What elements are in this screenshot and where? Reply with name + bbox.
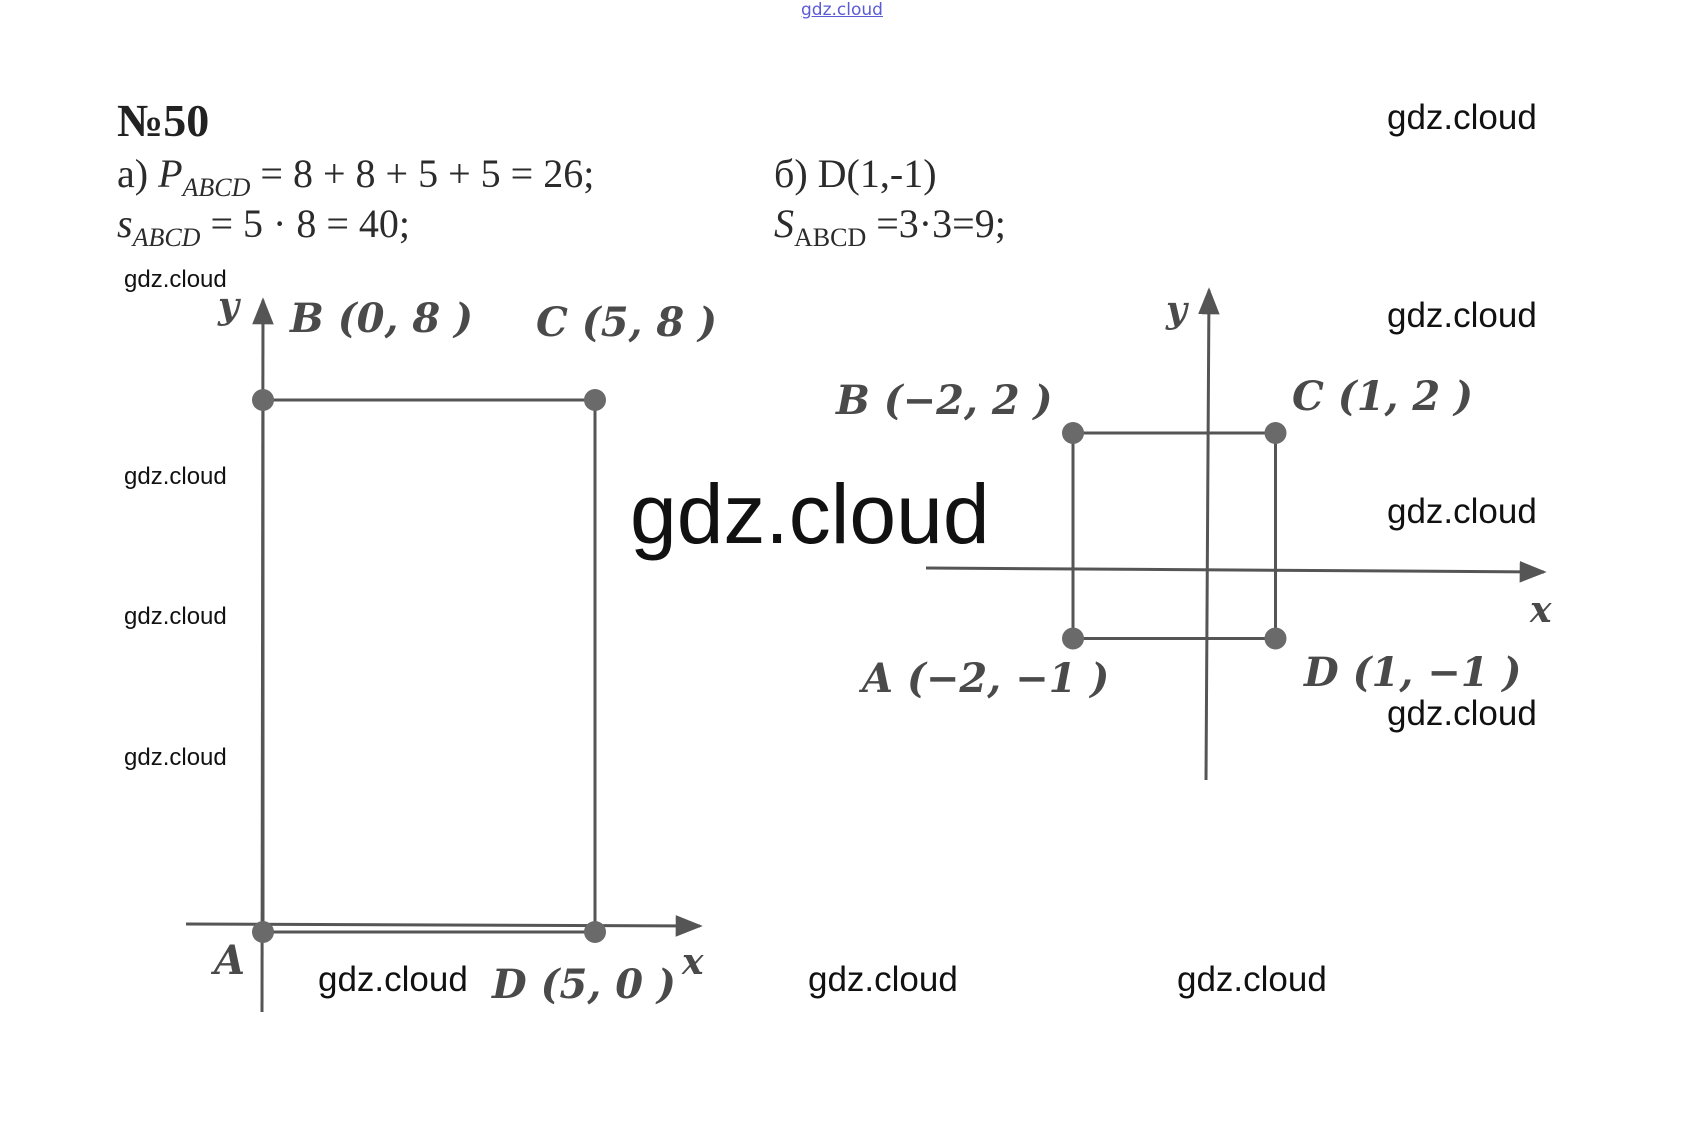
figure-a-label-a: A — [210, 937, 245, 984]
watermark-large: gdz.cloud — [630, 467, 990, 561]
figure-b-y-label: y — [1165, 289, 1189, 331]
watermark: gdz.cloud — [318, 960, 468, 999]
figure-b-point-d — [1264, 627, 1287, 650]
figure-b-x-label: x — [1529, 589, 1552, 631]
watermark: gdz.cloud — [124, 463, 227, 490]
perimeter-symbol: P — [158, 151, 183, 196]
perimeter-formula: а) PABCD = 8 + 8 + 5 + 5 = 26; — [117, 150, 594, 203]
rectangle-abcd-b — [1071, 431, 1277, 640]
figure-b: y x A (−2, −1 ) B (−2, 2 ) C (1, 2 ) D (… — [835, 287, 1552, 781]
figure-a-x-axis — [185, 915, 703, 937]
figure-a-x-label: x — [681, 941, 704, 983]
watermark: gdz.cloud — [1177, 960, 1327, 999]
point-d-line: б) D(1,-1) — [774, 151, 937, 196]
area-subscript-b: ABCD — [794, 223, 867, 252]
figure-b-label-c: C (1, 2 ) — [1292, 373, 1473, 420]
problem-number: №50 — [117, 95, 210, 146]
rectangle-abcd-a — [261, 398, 597, 934]
figure-a-point-c — [584, 389, 606, 411]
figure-a-point-b — [252, 389, 274, 411]
figure-b-point-c — [1264, 422, 1287, 444]
figure-b-label-b: B (−2, 2 ) — [835, 377, 1053, 424]
figure-a-label-c: C (5, 8 ) — [536, 299, 717, 346]
area-symbol-b: S — [774, 201, 794, 246]
watermark: gdz.cloud — [1387, 98, 1537, 137]
figure-b-label-a: A (−2, −1 ) — [858, 655, 1109, 702]
watermark: gdz.cloud — [124, 603, 227, 630]
figure-a-point-a — [252, 921, 274, 943]
perimeter-expression: = 8 + 8 + 5 + 5 = 26; — [250, 151, 595, 196]
figure-b-x-axis — [925, 561, 1547, 583]
area-formula-b: SABCD =3·3=9; — [774, 200, 1006, 253]
area-formula-a: sABCD = 5 · 8 = 40; — [117, 200, 410, 253]
figure-a-label-b: B (0, 8 ) — [289, 295, 473, 342]
top-watermark: gdz.cloud — [801, 0, 883, 20]
watermark: gdz.cloud — [1387, 694, 1537, 733]
perimeter-subscript: ABCD — [182, 173, 251, 202]
figure-a-label-d: D (5, 0 ) — [491, 961, 676, 1008]
area-expression-b: =3·3=9; — [866, 201, 1006, 246]
area-subscript-a: ABCD — [132, 223, 201, 252]
watermark: gdz.cloud — [1387, 492, 1537, 531]
figure-b-label-d: D (1, −1 ) — [1303, 649, 1521, 696]
figure-a: y x A B (0, 8 ) C (5, 8 ) D (5, 0 ) — [185, 285, 717, 1013]
area-symbol-a: s — [117, 201, 133, 246]
figure-a-point-d — [584, 921, 606, 943]
area-expression-a: = 5 · 8 = 40; — [200, 201, 411, 246]
part-a-prefix: а) — [117, 151, 149, 196]
figure-b-point-b — [1062, 422, 1084, 444]
watermark: gdz.cloud — [1387, 296, 1537, 335]
figure-b-y-axis — [1198, 287, 1220, 781]
figure-a-y-label: y — [217, 285, 241, 327]
watermark: gdz.cloud — [124, 744, 227, 771]
watermark: gdz.cloud — [808, 960, 958, 999]
figure-b-point-a — [1062, 627, 1084, 650]
watermark: gdz.cloud — [124, 266, 227, 293]
